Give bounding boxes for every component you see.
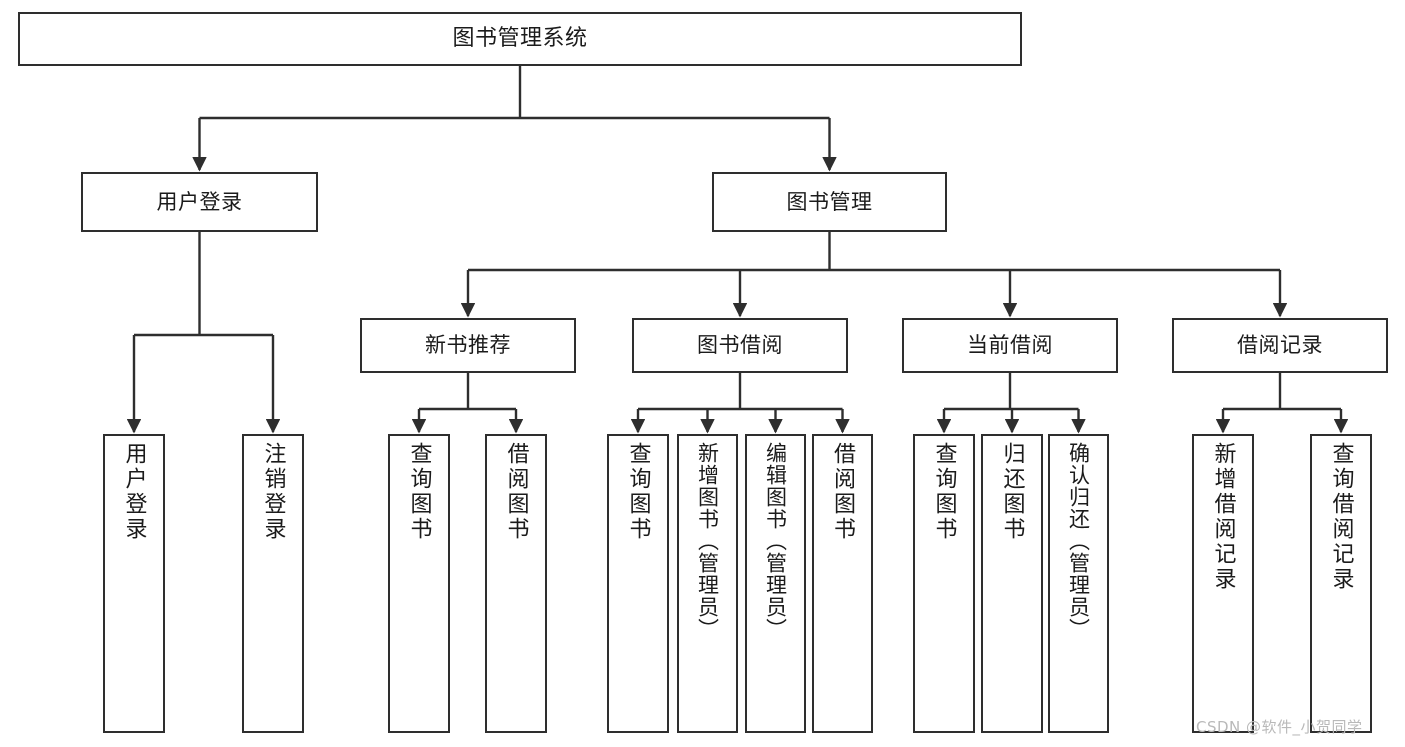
node-book-manage-label: 图书管理 [786, 189, 873, 214]
node-leaf-edit-book[interactable]: 编辑图书（管理员） [745, 434, 806, 733]
node-user-login-label: 用户登录 [156, 189, 243, 214]
node-leaf-query-book-3[interactable]: 查询图书 [913, 434, 975, 733]
node-book-borrow-label: 图书借阅 [697, 333, 783, 358]
node-leaf-confirm-return[interactable]: 确认归还（管理员） [1048, 434, 1109, 733]
node-leaf-borrow-book-2-label: 借阅图书 [830, 442, 856, 542]
node-leaf-user-login-label: 用户登录 [121, 442, 147, 542]
node-root[interactable]: 图书管理系统 [18, 12, 1022, 66]
node-borrow-record[interactable]: 借阅记录 [1172, 318, 1388, 373]
node-new-book-recommend[interactable]: 新书推荐 [360, 318, 576, 373]
node-leaf-add-book[interactable]: 新增图书（管理员） [677, 434, 738, 733]
node-leaf-query-book-1-label: 查询图书 [406, 442, 432, 542]
node-leaf-confirm-return-label: 确认归还（管理员） [1066, 442, 1091, 640]
node-leaf-query-borrow-record-label: 查询借阅记录 [1328, 442, 1354, 592]
node-new-book-recommend-label: 新书推荐 [425, 333, 511, 358]
node-leaf-add-borrow-record-label: 新增借阅记录 [1210, 442, 1236, 592]
node-leaf-borrow-book-1-label: 借阅图书 [503, 442, 529, 542]
node-leaf-query-book-2[interactable]: 查询图书 [607, 434, 669, 733]
node-user-login[interactable]: 用户登录 [81, 172, 318, 232]
node-borrow-record-label: 借阅记录 [1237, 333, 1323, 358]
node-leaf-logout-login[interactable]: 注销登录 [242, 434, 304, 733]
node-leaf-query-book-3-label: 查询图书 [931, 442, 957, 542]
node-root-label: 图书管理系统 [452, 26, 588, 52]
node-book-manage[interactable]: 图书管理 [712, 172, 947, 232]
node-leaf-add-book-label: 新增图书（管理员） [695, 442, 720, 640]
node-leaf-query-book-1[interactable]: 查询图书 [388, 434, 450, 733]
node-current-borrow[interactable]: 当前借阅 [902, 318, 1118, 373]
node-leaf-borrow-book-2[interactable]: 借阅图书 [812, 434, 873, 733]
node-leaf-add-borrow-record[interactable]: 新增借阅记录 [1192, 434, 1254, 733]
node-leaf-borrow-book-1[interactable]: 借阅图书 [485, 434, 547, 733]
node-book-borrow[interactable]: 图书借阅 [632, 318, 848, 373]
node-leaf-logout-login-label: 注销登录 [260, 442, 286, 542]
watermark-csdn: CSDN @软件_小贺同学 [1196, 718, 1363, 736]
node-leaf-user-login[interactable]: 用户登录 [103, 434, 165, 733]
node-leaf-query-book-2-label: 查询图书 [625, 442, 651, 542]
node-leaf-return-book-label: 归还图书 [999, 442, 1025, 542]
node-leaf-return-book[interactable]: 归还图书 [981, 434, 1043, 733]
node-leaf-query-borrow-record[interactable]: 查询借阅记录 [1310, 434, 1372, 733]
node-leaf-edit-book-label: 编辑图书（管理员） [763, 442, 788, 640]
node-current-borrow-label: 当前借阅 [967, 333, 1053, 358]
